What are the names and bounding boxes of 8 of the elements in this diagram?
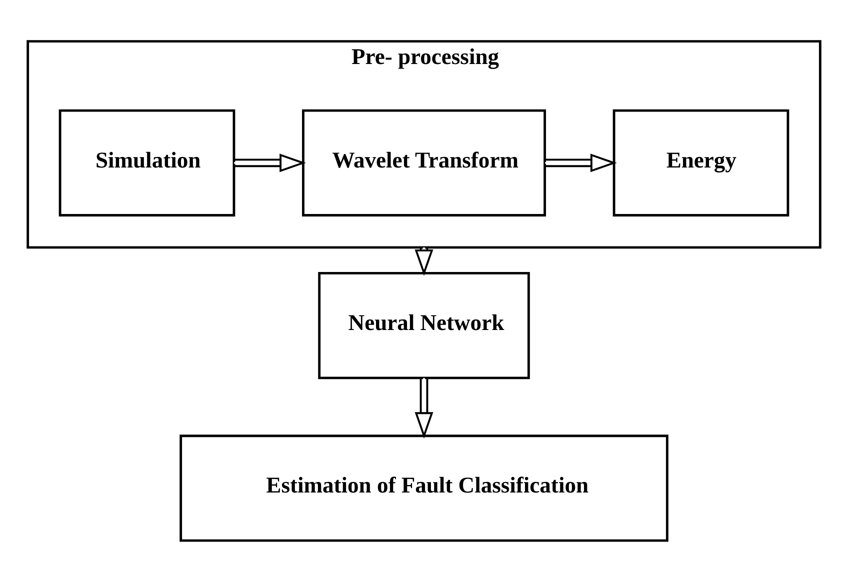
node-box: Estimation of Fault Classification xyxy=(180,434,668,542)
node-box: Wavelet Transform xyxy=(302,109,546,216)
arrow xyxy=(414,378,434,439)
arrow xyxy=(234,154,306,172)
node-box: Neural Network xyxy=(318,272,530,380)
arrow xyxy=(545,154,617,172)
node-box: Energy xyxy=(612,109,790,216)
node-box: Simulation xyxy=(58,109,236,216)
